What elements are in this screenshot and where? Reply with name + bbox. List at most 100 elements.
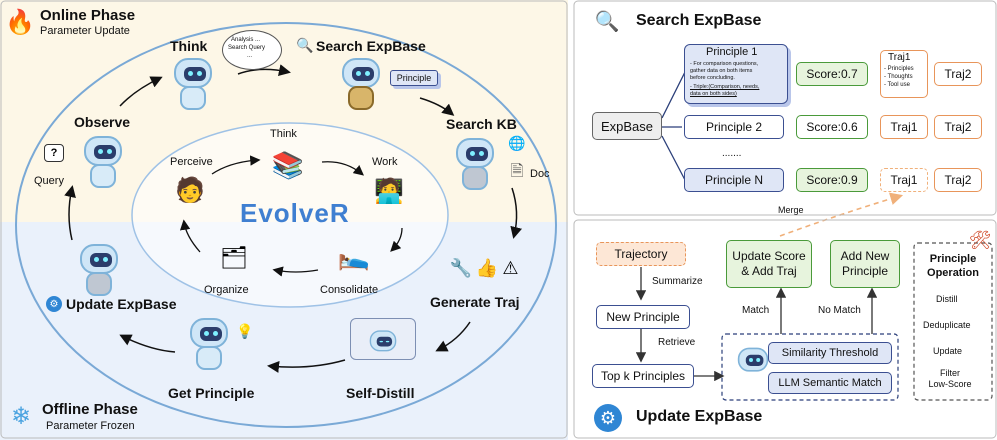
principle-n-box: Principle N: [684, 168, 784, 192]
sleeping-icon: 🛌: [337, 240, 371, 271]
person-icon: 🧑: [175, 176, 205, 204]
snowflake-icon: ❄: [10, 402, 32, 430]
question-bubble-icon: ?: [44, 144, 64, 162]
inner-arrow-work-consolidate: [390, 227, 403, 252]
expbase-box: ExpBase: [592, 112, 662, 140]
arrow-search-kb: [419, 97, 455, 116]
principle-card: Principle: [390, 70, 438, 86]
search-expbase-title: Search ExpBase: [636, 12, 762, 29]
principle-1-line-4: - Triple:(Comparison, needs,: [690, 84, 760, 90]
inner-organize-label: Organize: [204, 284, 249, 296]
score-box-1: Score:0.7: [796, 62, 868, 86]
robot-sleeping-icon: [367, 330, 399, 369]
llm-semantic-match-box: LLM Semantic Match: [768, 372, 892, 394]
robot-celebrate-icon: [186, 318, 232, 374]
op-deduplicate: Deduplicate: [923, 320, 971, 330]
outer-cycle-ellipse: [15, 22, 557, 428]
op-distill: Distill: [936, 294, 958, 304]
inner-consolidate-label: Consolidate: [320, 284, 379, 296]
update-score-box: Update Score & Add Traj: [726, 240, 812, 288]
search-kb-label: Search KB: [446, 116, 517, 132]
traj1-detail-line-1: - Principles: [884, 66, 914, 72]
principle-1-title: Principle 1: [706, 46, 758, 58]
robot-match-icon: [735, 347, 772, 393]
refresh-gear-icon: ⚙: [46, 296, 62, 312]
match-label: Match: [742, 305, 770, 316]
trajectory-box: Trajectory: [596, 242, 686, 266]
similarity-threshold-box: Similarity Threshold: [768, 342, 892, 364]
score-box-2: Score:0.6: [796, 115, 868, 139]
query-label: Query: [34, 175, 64, 187]
principle-operation-box: [913, 242, 993, 401]
update-expbase-label: Update ExpBase: [66, 296, 177, 312]
update-gear-icon: ⚙: [594, 404, 622, 432]
no-match-label: No Match: [818, 305, 861, 316]
doc-label: Doc: [530, 168, 550, 180]
principle-1-box: [684, 44, 788, 104]
generate-traj-icons: 🔧👍⚠: [449, 257, 523, 278]
score-box-n: Score:0.9: [796, 168, 868, 192]
principle-1-line-2: gather data on both items: [690, 68, 753, 74]
right-bottom-panel-border: [573, 219, 997, 439]
summarize-label: Summarize: [652, 276, 703, 287]
op-filter-low-score: Filter Low-Score: [928, 368, 972, 389]
inner-arrow-think-work: [321, 161, 365, 176]
inner-arrow-organize-perceive: [179, 219, 201, 253]
inner-cycle-ellipse: [131, 122, 449, 308]
match-module-box: [721, 333, 899, 401]
traj2-box-1: Traj2: [934, 62, 982, 86]
generate-traj-label: Generate Traj: [430, 294, 520, 310]
new-principle-box: New Principle: [596, 305, 690, 329]
principle-2-box: Principle 2: [684, 115, 784, 139]
inner-work-label: Work: [372, 156, 398, 168]
observe-label: Observe: [74, 114, 131, 130]
think-bubble-line-2: Search Query: [228, 45, 266, 51]
think-bubble-line-1: Analysis ...: [231, 37, 261, 43]
tools-icon: 🛠: [968, 229, 992, 250]
arrow-kb-generate: [510, 187, 523, 239]
org-chart-icon: 🗂: [220, 245, 248, 270]
connector-expbase-pn: [661, 135, 686, 181]
retrieve-label: Retrieve: [658, 337, 696, 348]
online-phase-subtitle: Parameter Update: [40, 25, 130, 37]
inner-arrow-consolidate-organize: [272, 266, 319, 277]
inner-arrow-perceive-think: [211, 155, 261, 175]
traj2-box-n: Traj2: [934, 168, 982, 192]
principles-ellipsis: .......: [722, 148, 742, 159]
search-expbase-label: Search ExpBase: [316, 38, 426, 54]
update-expbase-title: Update ExpBase: [636, 408, 763, 425]
traj1-detail-title: Traj1: [888, 52, 911, 63]
think-bubble-line-3: ...: [247, 53, 253, 59]
arrow-think-search: [237, 64, 291, 76]
traj1-detail-box: [880, 50, 928, 98]
inner-perceive-label: Perceive: [170, 156, 213, 168]
person-laptop-icon: 🧑‍💻: [374, 177, 404, 205]
think-bubble: [222, 30, 282, 70]
arrow-generate-distill: [435, 321, 471, 352]
traj1-detail-line-2: - Thoughts: [884, 74, 913, 80]
traj1-box-n: Traj1: [880, 168, 928, 192]
principle-1-line-3: before concluding.: [690, 75, 735, 81]
op-update: Update: [933, 346, 963, 356]
think-label: Think: [170, 38, 208, 54]
get-principle-label: Get Principle: [168, 385, 255, 401]
merge-arrow: [779, 192, 904, 237]
arrow-principle-update: [119, 334, 176, 353]
robot-reading-icon: [338, 58, 384, 114]
traj1-detail-line-3: - Tool use: [884, 82, 910, 88]
traj1-box-2: Traj1: [880, 115, 928, 139]
principle-operation-title: Principle Operation: [927, 253, 979, 279]
add-new-principle-box: Add New Principle: [830, 240, 900, 288]
search-magnifier-icon: 🔍: [594, 10, 620, 33]
robot-observe-icon: [80, 136, 126, 192]
inner-think-label: Think: [270, 128, 297, 140]
document-icon: 🗎: [510, 162, 524, 180]
merge-label: Merge: [778, 205, 804, 215]
topk-principles-box: Top k Principles: [592, 364, 694, 388]
principle-1-line-5: data on both sides): [690, 91, 737, 97]
online-phase-title: Online Phase: [40, 7, 136, 24]
offline-phase-subtitle: Parameter Frozen: [46, 420, 135, 432]
traj2-box-2: Traj2: [934, 115, 982, 139]
arrow-distill-principle: [267, 359, 346, 373]
self-distill-label: Self-Distill: [346, 385, 415, 401]
